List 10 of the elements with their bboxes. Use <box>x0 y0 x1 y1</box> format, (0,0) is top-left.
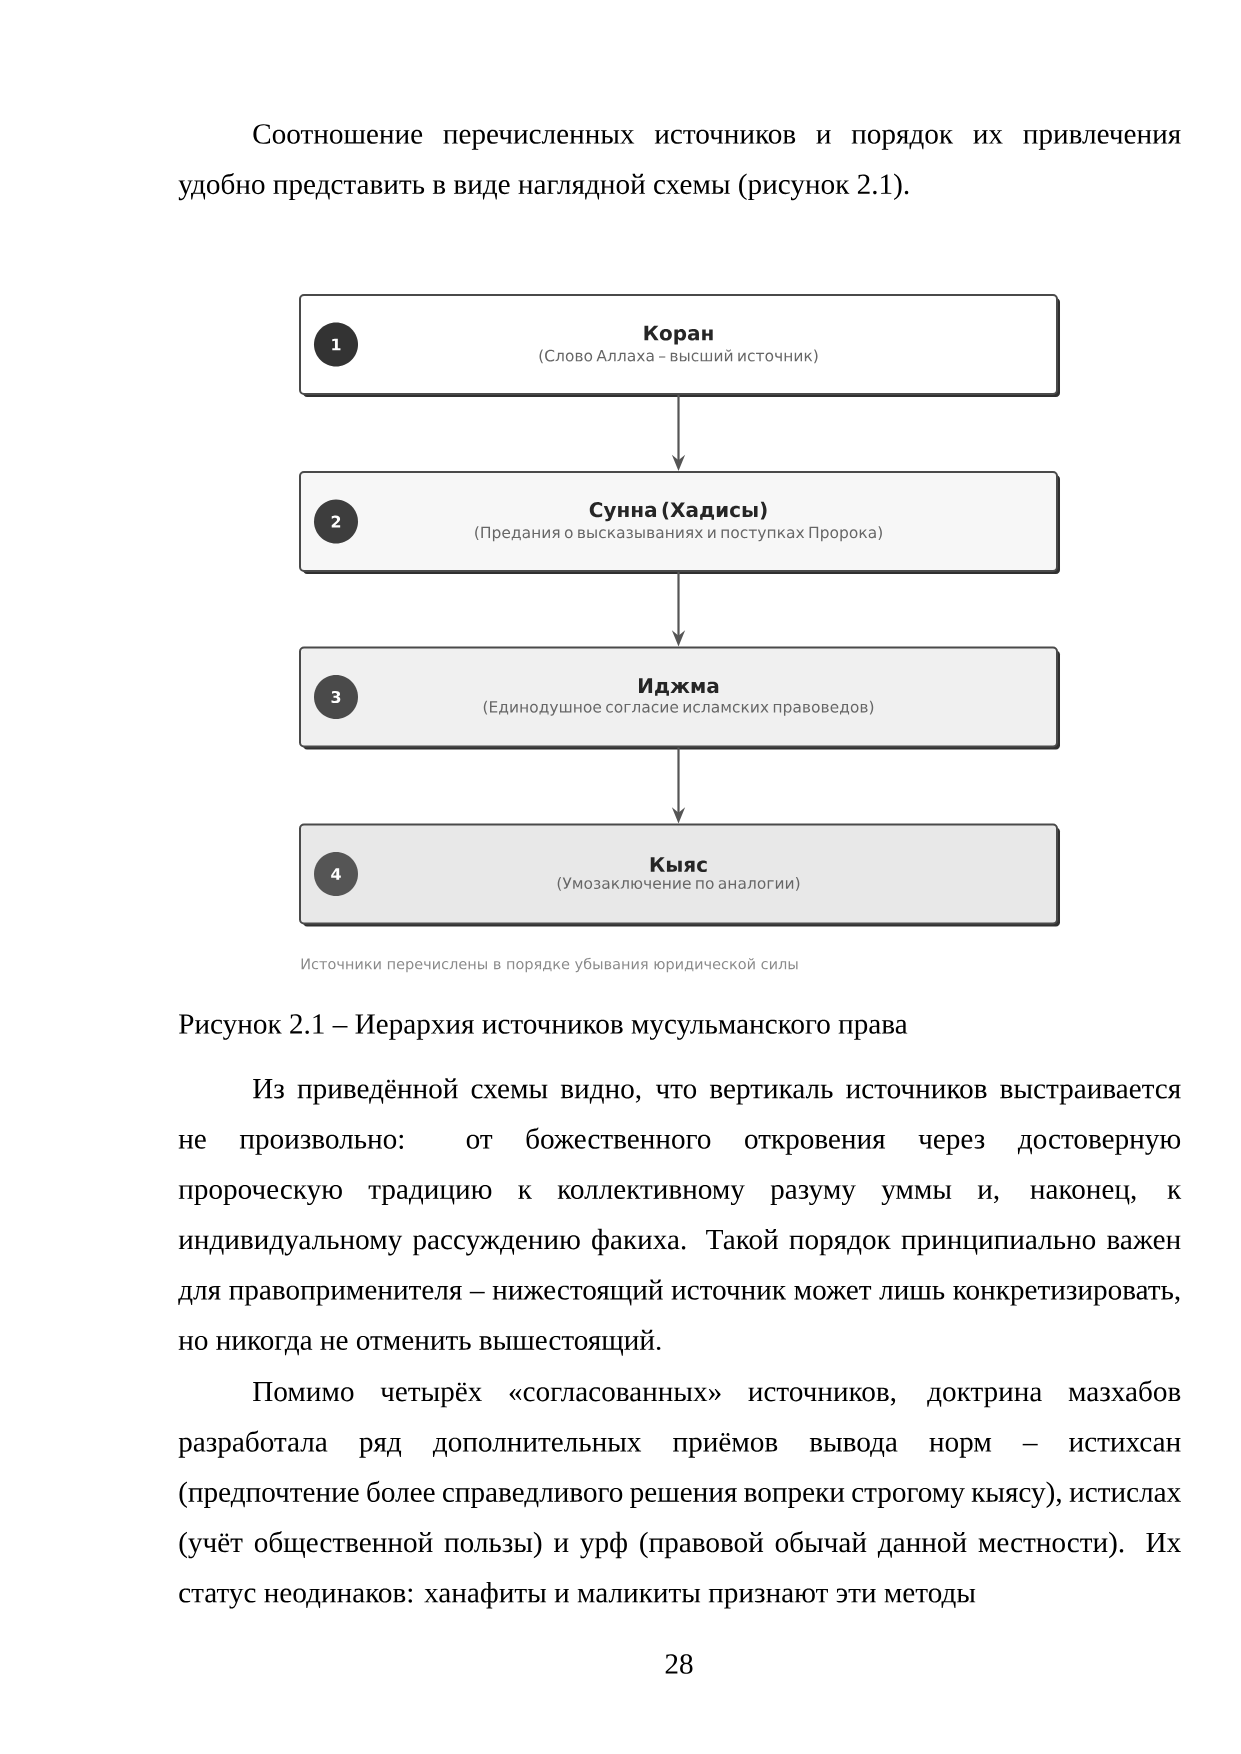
figure-note: Источники перечислены в порядке убывания юридической силы <box>301 957 798 973</box>
number-badge: 3 <box>314 675 358 719</box>
number-badge: 2 <box>314 499 358 544</box>
paragraph: Соотношение перечисленных источников и порядок их привлечения удобно представить в виде наглядной схемы (рисунок 2.1). <box>178 124 1181 201</box>
number-badge: 1 <box>314 322 358 367</box>
number-badge: 4 <box>314 852 358 896</box>
paragraph: Из приведённой схемы видно, что вертикаль источников выстраивается не произвольно: от божественного откровения через достоверную пророческую традицию к коллективному разуму уммы и, наконец, к индивидуальному рассуждению факиха. Такой порядок принципиально важен для правоприменителя – нижестоящий источник может лишь конкретизировать, но никогда не отменить вышестоящий. <box>178 1078 1182 1356</box>
figure-caption: Рисунок 2.1 – Иерархия источников мусульманского права <box>179 1014 908 1040</box>
page-number: 28 <box>665 1654 693 1674</box>
paragraph: Помимо четырёх «согласованных» источников, доктрина мазхабов разработала ряд дополнительных приёмов вывода норм – истихсан (предпочтение более справедливого решения вопреки строгому кыясу), истислах (учёт общественной пользы) и урф (правовой обычай данной местности). Их статус неодинаков: ханафиты и маликиты признают эти методы <box>178 1380 1181 1609</box>
